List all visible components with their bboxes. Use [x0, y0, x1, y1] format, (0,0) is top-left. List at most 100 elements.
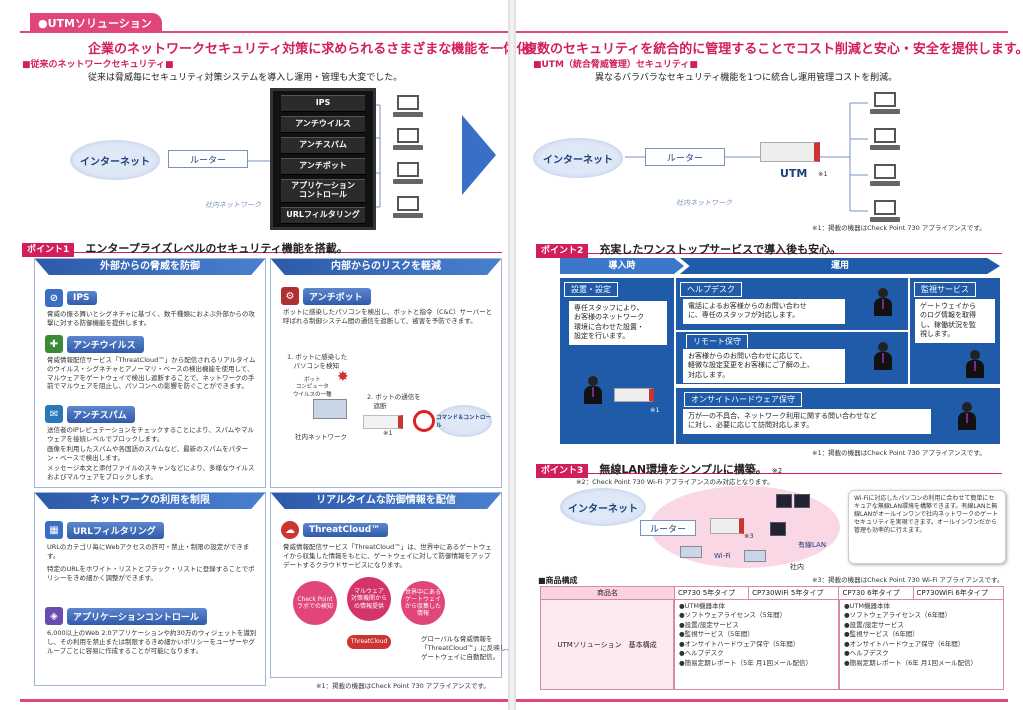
threatcloud-caption: グローバルな脅威情報を 「ThreatCloud™」に反映し、 ゲートウェイに自… — [421, 635, 513, 661]
cc-cloud: コマンド＆コントロール — [436, 405, 492, 437]
setup-panel: 設置・設定 専任スタッフにより、 お客様のネットワーク 環境に合わせた設置・ 設… — [560, 278, 674, 444]
products-table: 商品名 CP730 5年タイプ CP730WiFi 5年タイプ CP730 6年… — [540, 586, 1005, 600]
bubble-lab: Check Point ラボでの検知 — [293, 581, 337, 625]
list-item: ●オンサイトハードウェア保守（5年間） — [679, 639, 800, 648]
pc-icon — [870, 164, 900, 188]
antibot-desc: ボットに感染したパソコンを検出し、ボットと指令（C&C）サーバーと呼ばれる制御シ… — [283, 308, 493, 325]
realtime-panel: リアルタイムな防御情報を配信 ☁ ThreatCloud™ 脅威情報配信サービス… — [270, 492, 513, 678]
list-item: ●オンサイトハードウェア保守（6年間） — [844, 639, 965, 648]
point1-title: エンタープライズレベルのセキュリティ機能を搭載。 — [85, 242, 348, 255]
phase-ops: 運用 — [680, 258, 1000, 274]
list-item: ●監視サービス（6年間） — [844, 630, 919, 639]
point3-badge: ポイント3 — [536, 464, 589, 478]
antispam-icon: ✉ — [45, 405, 63, 423]
office-label: 社内 — [790, 563, 804, 571]
staff-icon — [582, 376, 604, 406]
wifi-label: Wi-Fi — [714, 552, 731, 560]
network-limit-panel: ネットワークの利用を制限 ▦ URLフィルタリング URLのカテゴリ毎にWebア… — [34, 492, 266, 686]
point1-header: ポイント1 エンタープライズレベルのセキュリティ機能を搭載。 — [22, 237, 502, 257]
point2-footnote: ※1：掲載の機器はCheck Point 730 アプライアンスです。 — [812, 449, 986, 457]
list-item: ●設置/設定サービス — [679, 620, 739, 629]
utm-appliance-icon — [760, 142, 820, 162]
point3-title: 無線LAN環境をシンプルに構築。 — [599, 463, 767, 476]
pc-icon — [393, 95, 423, 119]
list-item: ●UTM機器本体 — [679, 602, 726, 610]
point3-header: ポイント3 無線LAN環境をシンプルに構築。 ※2 — [536, 458, 1002, 478]
remote-panel: リモート保守 お客様からのお問い合わせに応じて、 軽微な設定変更をお客様にご了解… — [676, 332, 908, 385]
onsite-panel: オンサイトハードウェア保守 万が一の不具合、ネットワーク利用に関する問い合わせな… — [676, 388, 1000, 444]
right-footer-rule — [516, 699, 1008, 702]
laptop-icon — [313, 399, 347, 419]
utm-note: ※1 — [818, 170, 828, 178]
list-item: ●ヘルプデスク — [679, 649, 724, 658]
bubble-gateways: 世界中にある ゲートウェイ から収集した 情報 — [401, 581, 445, 625]
monitor-text: ゲートウェイから のログ情報を取得 し、稼働状況を監 視します。 — [914, 298, 996, 344]
rack-antivirus: アンチウイルス — [281, 116, 365, 133]
ips-desc: 脅威の振る舞いとシグネチャに基づく、数千種類におよぶ外部からの攻撃に対する防御機… — [47, 310, 255, 327]
remote-text: お客様からのお問い合わせに応じて、 軽微な設定変更をお客様にご了解の上、 対応し… — [682, 348, 846, 385]
pc-icon — [870, 92, 900, 116]
app-control-desc: 6,000以上のWeb 2.0アプリケーションや約30万のウィジェットを識別し、… — [47, 629, 257, 655]
block-icon — [413, 410, 435, 432]
appliance-icon — [614, 388, 654, 402]
wifi-callout-text: Wi-Fiに対応したパソコンの利用に合わせて簡単にセキュアな無線LAN環境を構築… — [854, 495, 999, 535]
wifi-callout: Wi-Fiに対応したパソコンの利用に合わせて簡単にセキュアな無線LAN環境を構築… — [848, 490, 1006, 564]
router-box: ルーター — [168, 150, 248, 168]
rack-app-control: アプリケーション コントロール — [281, 179, 365, 203]
staff-icon — [872, 288, 894, 318]
external-panel-header: 外部からの脅威を防御 — [35, 259, 265, 275]
utm-lan-label: 社内ネットワーク — [676, 199, 732, 207]
antispam-desc-1: 送信者のIPレピュテーションをチェックすることにより、スパムやマルウェアを接続レ… — [47, 426, 254, 443]
transition-arrow-icon — [462, 115, 496, 195]
bubble-agency: マルウェア 対策機関から の情報提供 — [347, 577, 391, 621]
section-tab: ●UTMソリューション — [30, 13, 162, 33]
utm-router-box: ルーター — [645, 148, 725, 166]
pc-icon — [776, 494, 792, 508]
helpdesk-text: 電話によるお客様からのお問い合わせ に、専任のスタッフが対応します。 — [682, 298, 846, 325]
laptop-icon — [680, 546, 702, 558]
right-headline: 複数のセキュリティを統合的に管理することでコスト削減と安心・安全を提供します。 — [524, 42, 1023, 57]
items-5yr: ●UTM機器本体 ●ソフトウェアライセンス（5年間） ●設置/設定サービス ●監… — [674, 600, 839, 690]
internal-panel-header: 内部からのリスクを軽減 — [271, 259, 501, 275]
laptop-icon — [744, 550, 766, 562]
setup-text: 専任スタッフにより、 お客様のネットワーク 環境に合わせた設置・ 設定を行います… — [568, 300, 668, 346]
feature-antispam: ✉ アンチスパム — [45, 405, 135, 423]
external-threat-panel: 外部からの脅威を防御 ⊘ IPS 脅威の振る舞いとシグネチャに基づく、数千種類に… — [34, 258, 266, 488]
pc-icon — [870, 200, 900, 224]
pc-icon — [794, 494, 810, 508]
monitor-panel: 監視サービス ゲートウェイから のログ情報を取得 し、稼働状況を監 視します。 — [910, 278, 1000, 384]
internal-risk-panel: 内部からのリスクを軽減 ⚙ アンチボット ボットに感染したパソコンを検出し、ボッ… — [270, 258, 502, 488]
left-subheading: ■従来のネットワークセキュリティ■ — [22, 60, 174, 70]
phase-intro: 導入時 — [560, 258, 684, 274]
col-header-name: 商品名 — [540, 586, 675, 600]
pc-icon — [870, 128, 900, 152]
antivirus-icon: ✚ — [45, 335, 63, 353]
products-title: ■商品構成 — [538, 576, 578, 585]
remote-label: リモート保守 — [686, 334, 748, 349]
antibot-step2: 2. ボットの通信を 遮断 — [367, 393, 421, 410]
ips-icon: ⊘ — [45, 289, 63, 307]
point2-title: 充実したワンストップサービスで導入後も安心。 — [599, 243, 842, 256]
antispam-desc-2: 画像を利用したスパムや各国語のスパムなど、最新のスパムをパターン・ベースで検出し… — [47, 445, 249, 462]
virus-icon: ✸ — [337, 369, 349, 385]
feature-label: アンチウイルス — [67, 335, 144, 353]
list-item: ●ヘルプデスク — [844, 649, 889, 658]
rack-ips: IPS — [281, 95, 365, 112]
utm-appliance-icon — [363, 415, 403, 429]
list-item: ●ソフトウェアライセンス（6年間） — [844, 611, 952, 620]
url-filter-desc-2: 特定のURLをホワイト・リストとブラック・リストに登録することでポリシーをきめ細… — [47, 565, 255, 582]
lan-label: 社内ネットワーク — [205, 201, 261, 209]
list-item: ●設置/設定サービス — [844, 620, 904, 629]
threatcloud-badge: ThreatCloud — [347, 635, 391, 649]
feature-antibot: ⚙ アンチボット — [281, 287, 371, 305]
feature-ips: ⊘ IPS — [45, 289, 98, 307]
right-section-rule — [516, 31, 1008, 33]
list-item: ●監視サービス（5年間） — [679, 630, 754, 639]
point3-note2: ※2：Check Point 730 Wi-Fi アプライアンスのみ対応となりま… — [576, 478, 774, 486]
antibot-step1: 1. ボットに感染した パソコンを検知 — [287, 353, 348, 370]
realtime-panel-header: リアルタイムな防御情報を配信 — [271, 493, 501, 509]
pc-icon — [393, 128, 423, 152]
type-cp730wifi-5: CP730WiFi 5年タイプ — [748, 586, 840, 600]
left-description: 従来は脅威毎にセキュリティ対策システムを導入し運用・管理も大変でした。 — [88, 73, 403, 83]
